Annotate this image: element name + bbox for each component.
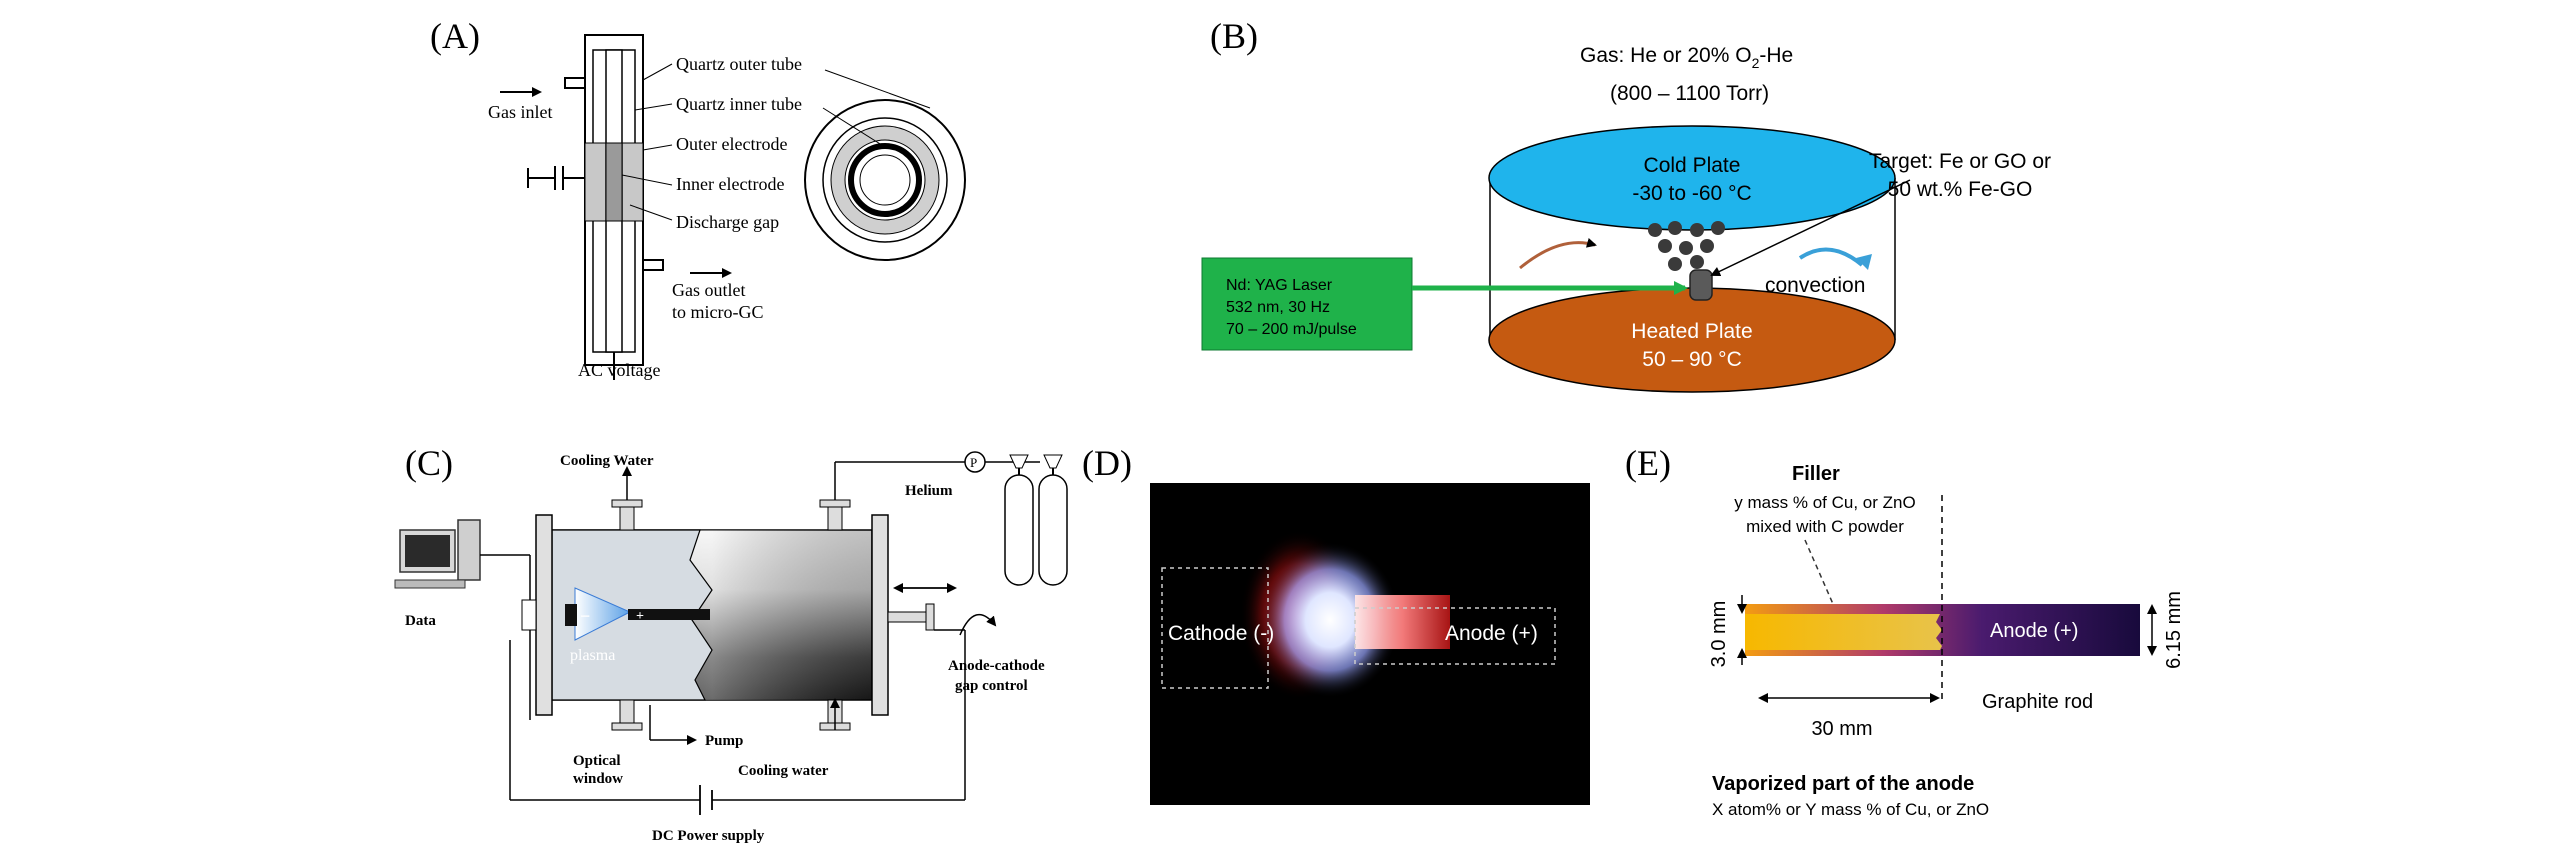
gas-inlet-label: Gas inlet: [488, 102, 553, 122]
svg-text:+: +: [636, 609, 644, 624]
plasma-label: plasma: [570, 647, 615, 664]
p-symbol: P: [970, 455, 977, 470]
dim-height-label: 3.0 mm: [1708, 601, 1730, 668]
panel-a: (A) Gas inlet Gas outlet to micro-GC AC …: [430, 16, 966, 380]
target-label-1: Target: Fe or GO or: [1869, 150, 2051, 173]
outer-electrode-label: Outer electrode: [676, 134, 787, 154]
filler-label: Filler: [1792, 463, 1840, 485]
cathode-box: [1161, 567, 1269, 689]
ac-voltage-label: AC voltage: [578, 360, 661, 380]
left-flange: [535, 514, 553, 716]
anode-label: Anode (+): [1990, 620, 2078, 642]
cooling-water-top-label: Cooling Water: [560, 453, 654, 469]
dim-diameter-label: 6.15 mm: [2163, 591, 2185, 669]
target-leader: [1710, 179, 1911, 277]
pressure-label: (800 – 1100 Torr): [1610, 82, 1769, 105]
graphite-rod-label: Graphite rod: [1982, 691, 2093, 713]
outer-tube-label: Quartz outer tube: [676, 54, 802, 74]
data-label: Data: [405, 613, 436, 629]
filler-section: [1745, 614, 1942, 650]
gas-outlet-port: [643, 259, 664, 271]
anode-glow: [1355, 595, 1450, 649]
inner-electrode: [605, 142, 623, 222]
target-pellet: [1689, 269, 1713, 301]
vaporized-desc: X atom% or Y mass % of Cu, or ZnO: [1712, 800, 1989, 819]
inner-tube-label: Quartz inner tube: [676, 94, 802, 114]
heated-plate-temp: 50 – 90 °C: [1642, 348, 1741, 371]
optical-window: [521, 599, 537, 631]
target-label-2: 50 wt.% Fe-GO: [1888, 178, 2033, 201]
gap-control-label-1: Anode-cathode: [948, 658, 1045, 674]
plasma-glow: [1260, 542, 1400, 698]
pump-label: Pump: [705, 733, 743, 749]
filler-desc-2: mixed with C powder: [1746, 517, 1904, 536]
gas-outlet-label-2: to micro-GC: [672, 302, 764, 322]
cold-plate: [1488, 125, 1896, 231]
laser-box: [1201, 257, 1413, 351]
gas-outlet-label-1: Gas outlet: [672, 280, 746, 300]
helium-cylinders: [1004, 454, 1068, 586]
cold-plate-label: Cold Plate: [1644, 154, 1741, 177]
convection-arrow-right: [1798, 247, 1864, 267]
cathode-label: Cathode (-): [1168, 622, 1274, 645]
panel-c-label: (C): [405, 443, 453, 483]
panel-b: (B) Gas: He or 20% O2-He (800 – 1100 Tor…: [1201, 16, 2051, 393]
panel-e-label: (E): [1625, 443, 1671, 483]
particle-cloud: [1648, 221, 1725, 271]
cold-plate-temp: -30 to -60 °C: [1632, 182, 1751, 205]
discharge-gap-label: Discharge gap: [676, 212, 779, 232]
gas-label: Gas: He or 20% O2-He: [1580, 44, 1793, 71]
cooling-water-bottom-label: Cooling water: [738, 763, 829, 779]
dc-power-label: DC Power supply: [652, 828, 765, 844]
svg-text:−: −: [580, 606, 590, 626]
convection-label: convection: [1765, 274, 1865, 297]
panel-b-label: (B): [1210, 16, 1258, 56]
panel-d: (D) Cathode (-) Anode (+): [1082, 443, 1590, 805]
vaporized-label: Vaporized part of the anode: [1712, 773, 1974, 795]
inner-electrode-label: Inner electrode: [676, 174, 784, 194]
electrode-rod: [628, 609, 710, 620]
anode-box: [1354, 607, 1556, 665]
panel-d-label: (D): [1082, 443, 1132, 483]
right-flange: [871, 514, 889, 716]
helium-label: Helium: [905, 483, 953, 499]
panel-c: (C) Data: [394, 443, 1068, 844]
anode-label: Anode (+): [1445, 622, 1538, 645]
optical-window-label-1: Optical: [573, 753, 621, 769]
panel-a-label: (A): [430, 16, 480, 56]
optical-window-label-2: window: [573, 771, 623, 787]
panel-e: (E) Filler y mass % of Cu, or ZnO mixed …: [1625, 443, 2185, 819]
filler-desc-1: y mass % of Cu, or ZnO: [1734, 493, 1915, 512]
laser-label-2: 532 nm, 30 Hz: [1226, 299, 1330, 316]
dim-length-label: 30 mm: [1811, 718, 1872, 740]
convection-arrow-left: [1519, 237, 1597, 270]
computer-icon: [394, 519, 481, 589]
gas-inlet-port: [564, 77, 585, 89]
laser-label-1: Nd: YAG Laser: [1226, 277, 1333, 294]
laser-label-3: 70 – 200 mJ/pulse: [1226, 321, 1357, 338]
heated-plate-label: Heated Plate: [1631, 320, 1752, 343]
gap-control-label-2: gap control: [955, 678, 1028, 694]
